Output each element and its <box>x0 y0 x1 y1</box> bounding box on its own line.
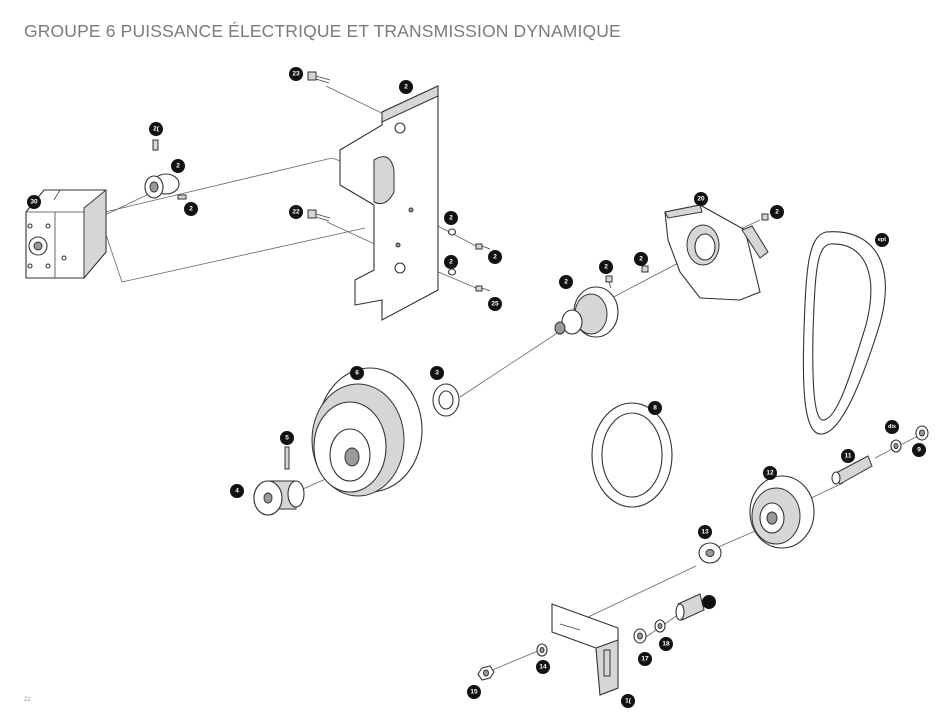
callout-1: 1( <box>621 694 635 708</box>
lower-pulley-12 <box>750 476 814 548</box>
callout-9: 9 <box>912 443 926 457</box>
washer-10 <box>891 440 901 452</box>
washer-18 <box>655 620 665 632</box>
circlip-3 <box>433 384 459 416</box>
hub-4 <box>254 481 304 515</box>
svg-text:2: 2 <box>189 206 193 213</box>
callout-24a: 2 <box>444 211 458 225</box>
callout-22: 22 <box>289 205 303 219</box>
callout-30: 30 <box>27 195 41 209</box>
callout-8: 8 <box>648 401 662 415</box>
nut-9 <box>916 426 928 440</box>
mounting-plate-22 <box>340 86 438 320</box>
callout-24b: 2 <box>444 255 458 269</box>
svg-text:18: 18 <box>662 641 670 648</box>
svg-text:2: 2 <box>639 256 643 263</box>
callout-25a: 2 <box>488 250 502 264</box>
svg-text:11: 11 <box>845 453 852 460</box>
svg-text:2: 2 <box>493 254 497 261</box>
svg-text:30: 30 <box>30 199 38 206</box>
callout-22-top: 2 <box>399 80 413 94</box>
svg-text:6: 6 <box>355 370 359 377</box>
svg-text:2: 2 <box>176 163 180 170</box>
svg-text:9: 9 <box>917 447 921 454</box>
svg-text:15: 15 <box>470 689 478 696</box>
callout-10: dix <box>885 420 899 434</box>
callout-25b: 25 <box>488 297 502 311</box>
svg-text:13: 13 <box>701 529 709 536</box>
spacer-13 <box>699 543 721 563</box>
pin-5 <box>285 447 289 469</box>
callout-18: 18 <box>659 637 673 651</box>
callout-3: 3 <box>430 366 444 380</box>
svg-text:12: 12 <box>766 470 774 477</box>
svg-text:22: 22 <box>292 209 300 216</box>
washer-14 <box>537 644 547 656</box>
callout-4: 4 <box>230 484 244 498</box>
nut-15 <box>478 666 494 680</box>
screw-23b <box>308 210 330 221</box>
motor-pulley-19 <box>555 287 618 337</box>
callout-belt: ept <box>875 233 889 247</box>
washer-17 <box>634 629 646 643</box>
callout-26: 2 <box>634 252 648 266</box>
svg-text:5: 5 <box>285 435 289 442</box>
svg-text:dix: dix <box>888 424 897 430</box>
svg-text:2: 2 <box>404 84 408 91</box>
callout-5: 5 <box>280 431 294 445</box>
assembly-guide-lines <box>105 86 918 676</box>
svg-text:2: 2 <box>775 209 779 216</box>
callout-23: 23 <box>289 67 303 81</box>
svg-text:14: 14 <box>539 664 547 671</box>
tensioner-bracket-1 <box>552 604 618 695</box>
callout-15: 15 <box>467 685 481 699</box>
svg-text:23: 23 <box>292 71 300 78</box>
callout-14: 14 <box>536 660 550 674</box>
svg-text:2: 2 <box>604 264 608 271</box>
svg-text:20: 20 <box>697 196 705 203</box>
callout-guard-screw: 2 <box>770 205 784 219</box>
callout-28: 2 <box>184 202 198 216</box>
callout-12: 12 <box>763 466 777 480</box>
svg-text:17: 17 <box>641 656 649 663</box>
callout-19: 2 <box>559 275 573 289</box>
callout-20: 20 <box>694 192 708 206</box>
svg-text:25: 25 <box>491 301 499 308</box>
callout-17: 17 <box>638 652 652 666</box>
callout-11: 11 <box>841 449 855 463</box>
belt-guard-20 <box>665 205 768 300</box>
svg-text:2: 2 <box>449 259 453 266</box>
drive-belt <box>803 232 885 434</box>
callout-27: 2 <box>171 159 185 173</box>
svg-text:1(: 1( <box>625 698 632 705</box>
page-number: 22 <box>24 697 31 703</box>
bushing-16 <box>676 594 704 620</box>
svg-text:ept: ept <box>878 237 886 243</box>
large-pulley-6 <box>312 368 422 496</box>
svg-text:4: 4 <box>235 488 239 495</box>
callout-16 <box>702 595 716 609</box>
callout-6: 6 <box>350 366 364 380</box>
svg-text:2(: 2( <box>153 126 160 133</box>
svg-text:8: 8 <box>653 405 657 412</box>
svg-text:2: 2 <box>564 279 568 286</box>
svg-text:2: 2 <box>449 215 453 222</box>
svg-text:3: 3 <box>435 370 439 377</box>
callout-21: 2( <box>149 122 163 136</box>
screw-23 <box>308 72 330 83</box>
callout-13: 13 <box>698 525 712 539</box>
callout-27b: 2 <box>599 260 613 274</box>
short-belt-8 <box>592 403 672 507</box>
